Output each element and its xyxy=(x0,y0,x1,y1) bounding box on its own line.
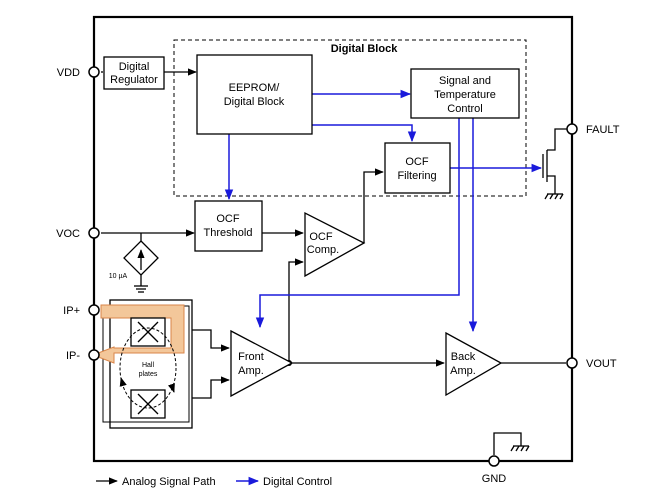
ocf-threshold-block: OCF Threshold xyxy=(194,200,263,252)
gnd-pin xyxy=(488,455,500,467)
digital-block-boundary xyxy=(173,39,527,197)
hall-plates-label-line1: Hall xyxy=(142,362,155,369)
signal-temp-label-line1: Signal and xyxy=(439,75,491,87)
ocf-comparator: OCF Comp. xyxy=(304,211,366,278)
eeprom-label-line1: EEPROM/ xyxy=(229,82,281,94)
digital-regulator-block: Digital Regulator xyxy=(103,56,165,90)
signal-temp-label-line2: Temperature xyxy=(434,89,496,101)
ic-boundary xyxy=(92,15,574,463)
eeprom-label-line2: Digital Block xyxy=(224,96,285,108)
ocf-threshold-label-line1: OCF xyxy=(216,213,240,225)
ocf-filtering-block: OCF Filtering xyxy=(384,142,451,194)
vdd-pin-label: VDD xyxy=(57,67,80,79)
ip-minus-pin xyxy=(88,349,100,361)
current-source-label: 10 µA xyxy=(109,273,128,280)
vout-pin xyxy=(566,357,578,369)
digital-regulator-label-line1: Digital xyxy=(119,61,150,73)
ocf-threshold-label-line2: Threshold xyxy=(204,227,253,239)
vdd-pin xyxy=(88,66,100,78)
legend: Analog Signal Path Digital Control xyxy=(96,476,332,488)
ip-plus-pin-label: IP+ xyxy=(63,305,80,317)
hall-plates-label-line2: plates xyxy=(139,371,158,378)
hall-plate-assembly: Hall plates xyxy=(91,299,193,429)
voc-pin xyxy=(88,227,100,239)
front-amp-label-line2: Amp. xyxy=(238,365,264,377)
back-amp-label-line2: Amp. xyxy=(450,365,476,377)
ocf-filtering-label-line2: Filtering xyxy=(397,170,436,182)
vout-pin-label: VOUT xyxy=(586,358,617,370)
digital-regulator-label-line2: Regulator xyxy=(110,74,158,86)
ocf-comp-label-line2: Comp. xyxy=(307,244,339,256)
ip-minus-pin-label: IP- xyxy=(66,350,80,362)
signal-temperature-block: Signal and Temperature Control xyxy=(410,68,520,119)
front-amplifier: Front Amp. xyxy=(230,329,294,398)
fault-pin-label: FAULT xyxy=(586,124,620,136)
ocf-comp-label-line1: OCF xyxy=(309,231,333,243)
eeprom-block: EEPROM/ Digital Block xyxy=(196,54,313,135)
back-amp-label-line1: Back xyxy=(451,351,476,363)
legend-analog-label: Analog Signal Path xyxy=(122,476,216,488)
fault-pin xyxy=(566,123,578,135)
gnd-pin-label: GND xyxy=(482,473,507,485)
voc-pin-label: VOC xyxy=(56,228,80,240)
digital-block-title: Digital Block xyxy=(331,43,399,55)
current-source: 10 µA xyxy=(109,240,159,280)
back-amplifier: Back Amp. xyxy=(445,331,503,397)
front-amp-label-line1: Front xyxy=(238,351,264,363)
ocf-filtering-label-line1: OCF xyxy=(405,156,429,168)
legend-digital-label: Digital Control xyxy=(263,476,332,488)
ip-plus-pin xyxy=(88,304,100,316)
signal-temp-label-line3: Control xyxy=(447,103,482,115)
